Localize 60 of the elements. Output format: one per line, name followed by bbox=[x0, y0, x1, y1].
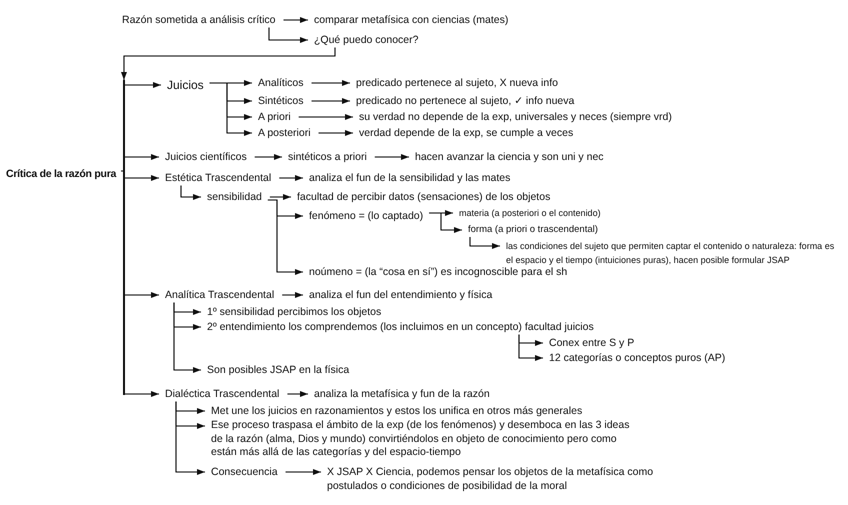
arrow bbox=[120, 48, 336, 80]
arrow bbox=[374, 154, 409, 160]
definition-text: analiza el fun del entendimiento y física bbox=[309, 288, 492, 302]
definition-text: las condiciones del sujeto que permiten captar el contenido o naturaleza: forma es el espacio y el tiempo (intuiciones puras), hacen posible formular JSAP bbox=[506, 239, 836, 267]
arrow bbox=[210, 82, 252, 136]
arrow bbox=[268, 28, 308, 43]
arrow bbox=[429, 212, 462, 233]
premise-text: Razón sometida a análisis crítico bbox=[122, 14, 276, 26]
arrow bbox=[298, 114, 353, 120]
definition-text: 2º entendimiento los comprendemos (los incluimos en un concepto) facultad juicios bbox=[207, 320, 594, 334]
definition-text: Ese proceso traspasa el ámbito de la exp (de los fenómenos) y desemboca en las 3 ideas de la razón (alma, Dios y mundo) convirtiéndolos en objeto de conocimiento pero como están más allá de las categorías y del espacio-tiempo bbox=[211, 419, 636, 460]
concept-label: A priori bbox=[258, 110, 291, 124]
definition-text: Met une los juicios en razonamientos y estos los unifica en otros más generales bbox=[211, 404, 582, 418]
arrow bbox=[268, 199, 303, 275]
root-topic: Crítica de la razón pura bbox=[6, 167, 116, 181]
definition-text: analiza el fun de la sensibilidad y las mates bbox=[309, 172, 510, 184]
concept-label: Sintéticos bbox=[258, 94, 304, 108]
concept-label: sensibilidad bbox=[207, 190, 262, 204]
arrow bbox=[173, 302, 201, 373]
concept-label: Consecuencia bbox=[211, 466, 278, 478]
concept-label: A posteriori bbox=[258, 126, 311, 140]
concept-label: Analíticos bbox=[258, 76, 304, 90]
arrow bbox=[180, 186, 201, 200]
concept-label: forma (a priori o trascendental) bbox=[468, 224, 598, 236]
arrow bbox=[286, 469, 321, 475]
concept-label: fenómeno = (lo captado) bbox=[309, 210, 424, 222]
arrow bbox=[254, 154, 282, 160]
concept-label: 12 categorías o conceptos puros (AP) bbox=[549, 352, 726, 364]
arrow bbox=[284, 17, 308, 23]
arrow bbox=[175, 402, 205, 475]
branch-label: Juicios científicos bbox=[165, 150, 247, 164]
concept-label: sintéticos a priori bbox=[288, 150, 367, 164]
branch-label: Estética Trascendental bbox=[165, 172, 272, 184]
definition-text: noúmeno = (la “cosa en sí”) es incognoscible para el sh bbox=[309, 266, 568, 278]
arrow bbox=[469, 237, 500, 249]
definition-text: 1º sensibilidad percibimos los objetos bbox=[207, 306, 382, 318]
arrow bbox=[279, 175, 303, 181]
arrow bbox=[287, 391, 308, 397]
arrow bbox=[270, 194, 291, 200]
definition-text: materia (a posteriori o el contenido) bbox=[459, 208, 601, 218]
branch-label: Analítica Trascendental bbox=[165, 288, 274, 302]
definition-text: su verdad no depende de la exp, universales y neces (siempre vrd) bbox=[359, 110, 672, 124]
definition-text: analiza la metafísica y fun de la razón bbox=[314, 388, 490, 400]
arrow bbox=[518, 334, 543, 361]
branch-label: Dialéctica Trascendental bbox=[165, 388, 280, 400]
definition-text: predicado pertenece al sujeto, X nueva info bbox=[356, 76, 558, 90]
definition-text: Son posibles JSAP en la física bbox=[207, 364, 350, 376]
definition-text: predicado no pertenece al sujeto, ✓ info nueva bbox=[356, 94, 574, 108]
concept-label: Conex entre S y P bbox=[549, 336, 634, 350]
question-text: ¿Qué puedo conocer? bbox=[314, 34, 418, 46]
definition-text: X JSAP X Ciencia, podemos pensar los objetos de la metafísica como postulados o condiciones de posibilidad de la moral bbox=[327, 465, 657, 493]
definition-text: facultad de percibir datos (sensaciones) de los objetos bbox=[297, 190, 550, 204]
arrow bbox=[312, 80, 350, 86]
arrow bbox=[282, 292, 303, 298]
arrow bbox=[312, 98, 350, 104]
outcome-text: comparar metafísica con ciencias (mates) bbox=[314, 14, 508, 26]
definition-text: hacen avanzar la ciencia y son uni y nec bbox=[415, 150, 604, 164]
definition-text: verdad depende de la exp, se cumple a veces bbox=[359, 126, 574, 140]
branch-label: Juicios bbox=[167, 78, 204, 92]
arrow bbox=[318, 130, 353, 136]
